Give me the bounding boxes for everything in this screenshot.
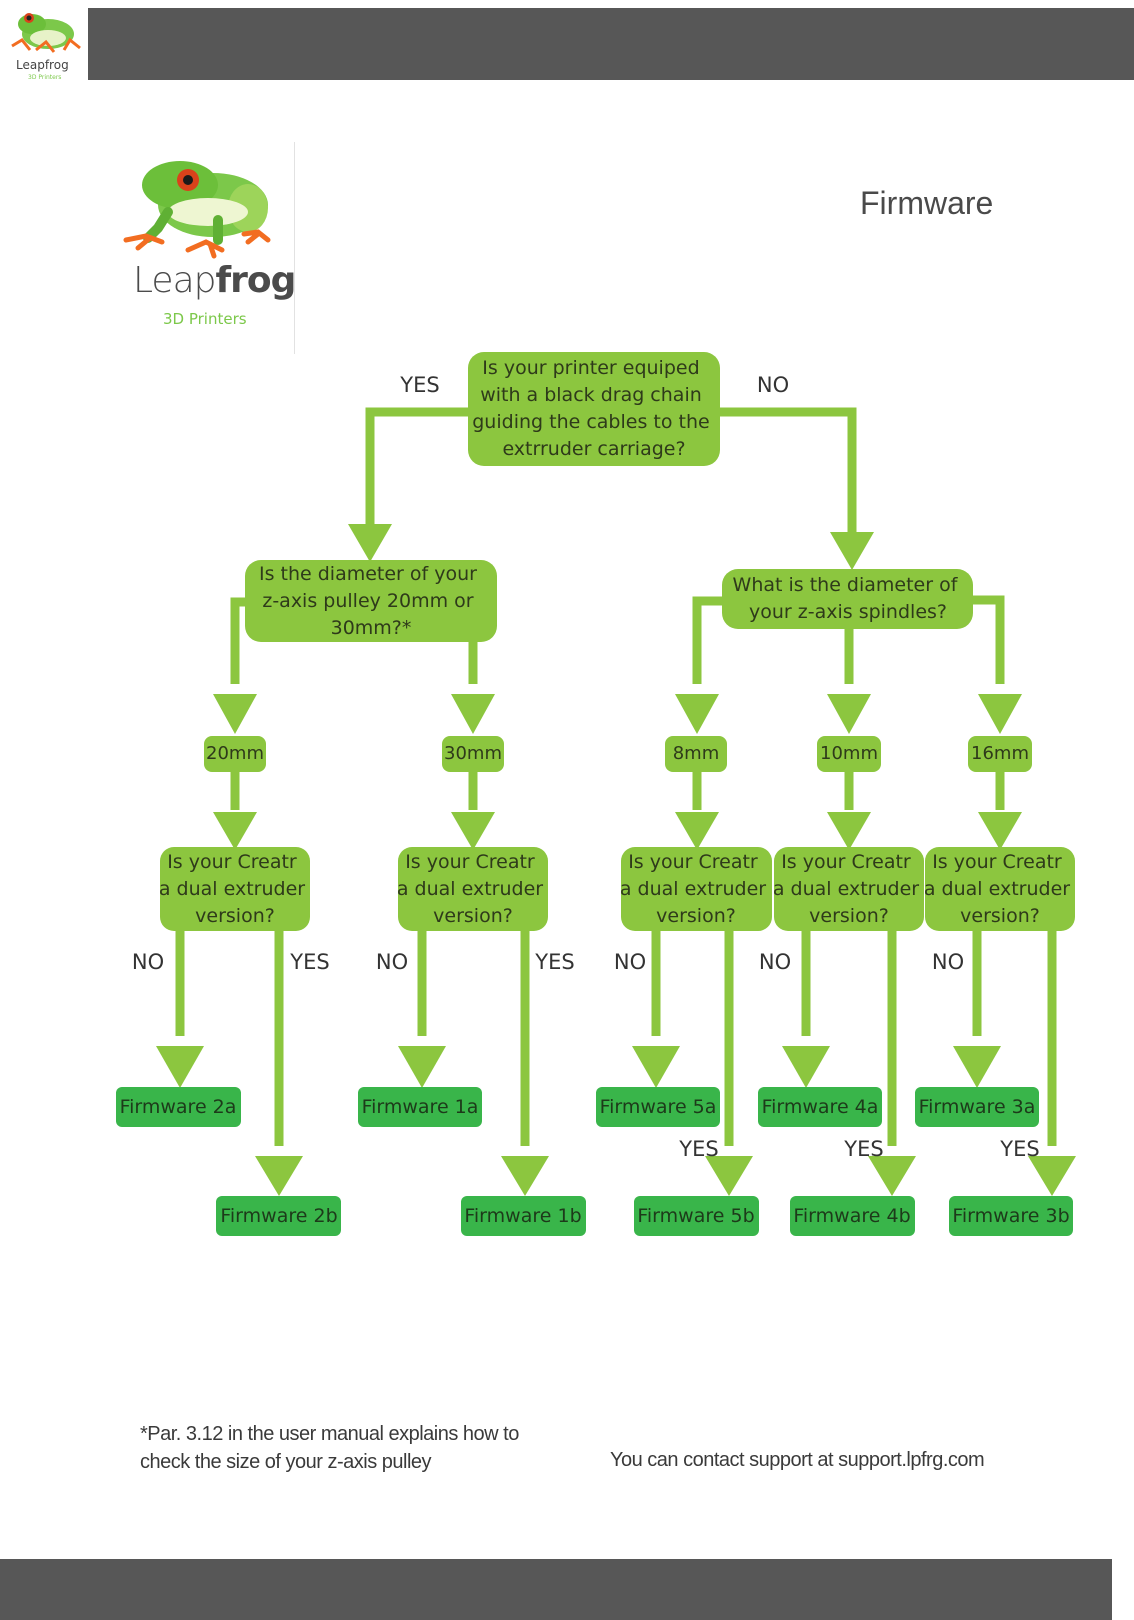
node-size-10mm: 10mm: [817, 736, 881, 772]
node-drag-chain-question: Is your printer equiped with a black dra…: [468, 352, 720, 466]
svg-text:NO: NO: [932, 950, 964, 974]
svg-text:Is your Creatr a dual ex: Is your Creatr a dual extruder version?: [159, 851, 311, 927]
svg-text:Is your printer equiped: Is your printer equiped with a black dra…: [472, 357, 715, 460]
svg-text:20mm: 20mm: [206, 743, 264, 764]
edge-pulley-20: [230, 597, 246, 684]
branch-labels: NO YES NO YES NO NO NO YES YES YES: [132, 950, 1040, 1161]
svg-text:Firmware 1a: Firmware 1a: [362, 1096, 479, 1118]
node-firmware-4b: Firmware 4b: [790, 1196, 915, 1236]
svg-text:Is your Creatr a dual ex: Is your Creatr a dual extruder version?: [620, 851, 772, 927]
node-pulley-question: Is the diameter of your z-axis pulley 20…: [245, 560, 497, 642]
svg-text:NO: NO: [376, 950, 408, 974]
node-size-20mm: 20mm: [204, 736, 266, 772]
label-no: NO: [757, 373, 789, 397]
node-size-8mm: 8mm: [665, 736, 727, 772]
node-firmware-3b: Firmware 3b: [949, 1196, 1073, 1236]
node-firmware-2b: Firmware 2b: [216, 1196, 341, 1236]
logo-divider: [294, 142, 295, 354]
svg-text:Firmware 4b: Firmware 4b: [793, 1205, 910, 1227]
node-firmware-5b: Firmware 5b: [634, 1196, 759, 1236]
svg-text:Firmware 1b: Firmware 1b: [464, 1205, 581, 1227]
node-dual-question-10mm: Is your Creatr a dual extruder version?: [773, 847, 925, 931]
svg-text:Firmware 5b: Firmware 5b: [637, 1205, 754, 1227]
label-yes: YES: [399, 373, 439, 397]
svg-text:Is your Creatr a dual ex: Is your Creatr a dual extruder version?: [773, 851, 925, 927]
edge-spindle-8: [692, 596, 724, 684]
brand-logo-small: Leapfrog 3D Printers: [6, 6, 84, 86]
arrowheads: [156, 524, 1076, 1196]
svg-text:Firmware 2a: Firmware 2a: [120, 1096, 237, 1118]
svg-text:16mm: 16mm: [971, 743, 1029, 764]
frog-icon: [11, 13, 81, 53]
node-dual-question-20mm: Is your Creatr a dual extruder version?: [159, 847, 311, 931]
svg-text:Firmware 5a: Firmware 5a: [600, 1096, 717, 1118]
svg-text:Is your Creatr a dual ex: Is your Creatr a dual extruder version?: [397, 851, 549, 927]
svg-text:Firmware 4a: Firmware 4a: [762, 1096, 879, 1118]
footnote-line: check the size of your z-axis pulley: [140, 1451, 432, 1473]
node-dual-question-8mm: Is your Creatr a dual extruder version?: [620, 847, 772, 931]
support-contact: You can contact support at support.lpfrg…: [610, 1449, 985, 1471]
frog-icon: [123, 161, 271, 259]
node-dual-question-30mm: Is your Creatr a dual extruder version?: [397, 847, 549, 931]
svg-text:NO: NO: [759, 950, 791, 974]
svg-text:Is the diameter of your: Is the diameter of your z-axis pulley 20…: [259, 563, 483, 639]
svg-text:Firmware 3a: Firmware 3a: [919, 1096, 1036, 1118]
svg-text:10mm: 10mm: [820, 743, 878, 764]
page-title: Firmware: [860, 185, 994, 221]
svg-text:NO: NO: [614, 950, 646, 974]
footnote: *Par. 3.12 in the user manual explains h…: [140, 1420, 519, 1476]
node-dual-question-16mm: Is your Creatr a dual extruder version?: [924, 847, 1076, 931]
footer-bar: [0, 1559, 1112, 1620]
header-bar: [88, 8, 1134, 80]
svg-text:What is the diameter of: What is the diameter of your z-axis spin…: [733, 574, 964, 623]
svg-text:YES: YES: [843, 1137, 883, 1161]
svg-text:8mm: 8mm: [673, 743, 720, 764]
node-firmware-4a: Firmware 4a: [758, 1087, 882, 1127]
svg-text:Is your Creatr a dual ex: Is your Creatr a dual extruder version?: [924, 851, 1076, 927]
svg-text:YES: YES: [678, 1137, 718, 1161]
node-firmware-5a: Firmware 5a: [596, 1087, 720, 1127]
brand-subtitle: 3D Printers: [163, 310, 247, 328]
svg-text:YES: YES: [534, 950, 574, 974]
brand-subtitle: 3D Printers: [28, 74, 62, 81]
brand-wordmark: Leapfrog: [133, 260, 296, 301]
svg-text:Firmware 2b: Firmware 2b: [220, 1205, 337, 1227]
node-firmware-2a: Firmware 2a: [116, 1087, 241, 1127]
svg-text:NO: NO: [132, 950, 164, 974]
svg-text:Firmware 3b: Firmware 3b: [952, 1205, 1069, 1227]
brand-wordmark: Leapfrog: [16, 58, 69, 72]
edge-spindle-16: [972, 595, 1005, 684]
node-firmware-1b: Firmware 1b: [461, 1196, 586, 1236]
svg-text:30mm: 30mm: [444, 743, 502, 764]
edge-no-drag-chain: [718, 407, 857, 537]
node-spindle-question: What is the diameter of your z-axis spin…: [722, 569, 973, 629]
brand-logo-large: Leapfrog 3D Printers: [118, 150, 296, 340]
node-size-30mm: 30mm: [442, 736, 504, 772]
edge-yes-drag-chain: [365, 407, 470, 530]
node-size-16mm: 16mm: [968, 736, 1032, 772]
svg-text:YES: YES: [999, 1137, 1039, 1161]
node-firmware-3a: Firmware 3a: [915, 1087, 1039, 1127]
connector-lines: [175, 407, 1057, 1146]
footnote-line: *Par. 3.12 in the user manual explains h…: [140, 1423, 519, 1445]
svg-text:YES: YES: [289, 950, 329, 974]
node-firmware-1a: Firmware 1a: [358, 1087, 482, 1127]
